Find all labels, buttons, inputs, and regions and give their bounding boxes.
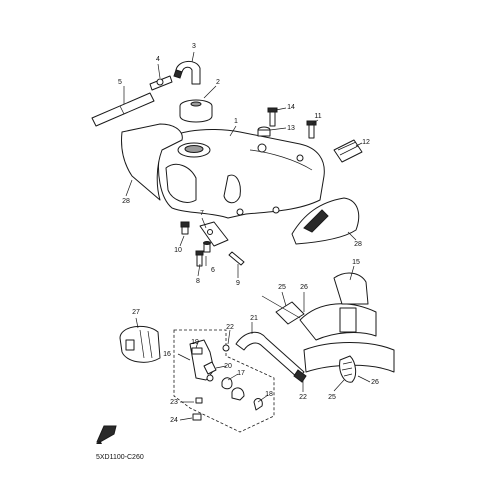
tank-cover-left-part [121,123,183,201]
callout-19: 19 [191,339,199,346]
callout-labels: 1 2 3 4 5 6 7 8 9 10 11 12 13 14 15 16 1… [118,43,379,424]
bolt-10-part [180,221,190,235]
bracket-7-part [199,221,229,247]
breather-hose-part [173,61,201,85]
callout-23: 23 [170,399,178,406]
callout-1: 1 [234,118,238,125]
front-arrow-icon [96,425,117,444]
damper-6-part [203,241,211,253]
frame-part [261,272,395,383]
fuel-cock-box [173,329,275,433]
callout-22-upper: 22 [226,324,234,331]
callout-26-lower: 26 [371,379,379,386]
collar-13-part [257,126,271,137]
callout-28-right: 28 [354,241,362,248]
callout-14: 14 [287,104,295,111]
callout-27: 27 [132,309,140,316]
callout-8: 8 [196,278,200,285]
callout-9: 9 [236,280,240,287]
callout-22-lower: 22 [299,394,307,401]
callout-2: 2 [216,79,220,86]
diagram-code: 5XD1100-C260 [96,454,144,461]
bolt-8-part [195,250,204,267]
joint-part [149,75,173,91]
callout-25-lower: 25 [328,394,336,401]
fuel-hose-part [235,331,307,383]
bolt-14-part [267,107,278,127]
bolt-9-part [228,251,245,266]
callout-4: 4 [156,56,160,63]
callout-7: 7 [200,210,204,217]
leader-lines [123,51,371,421]
callout-13: 13 [287,125,295,132]
callout-17: 17 [237,370,245,377]
callout-5: 5 [118,79,122,86]
callout-25-upper: 25 [278,284,286,291]
fuel-cap-part [179,99,213,123]
callout-21: 21 [250,315,258,322]
callout-26-upper: 26 [300,284,308,291]
callout-3: 3 [192,43,196,50]
callout-28-left: 28 [122,198,130,205]
hose-part [91,92,155,127]
callout-18: 18 [265,391,273,398]
callout-12: 12 [362,139,370,146]
callout-16: 16 [163,351,171,358]
callout-6: 6 [211,267,215,274]
damper-part [333,139,363,163]
bolt-11-part [306,120,317,139]
callout-15: 15 [352,259,360,266]
callout-20: 20 [224,363,232,370]
fuel-tank-part [158,128,325,219]
tank-cover-right-part [291,197,360,245]
clip-27-part [119,325,161,363]
callout-10: 10 [174,247,182,254]
callout-11: 11 [314,113,321,120]
callout-24: 24 [170,417,178,424]
